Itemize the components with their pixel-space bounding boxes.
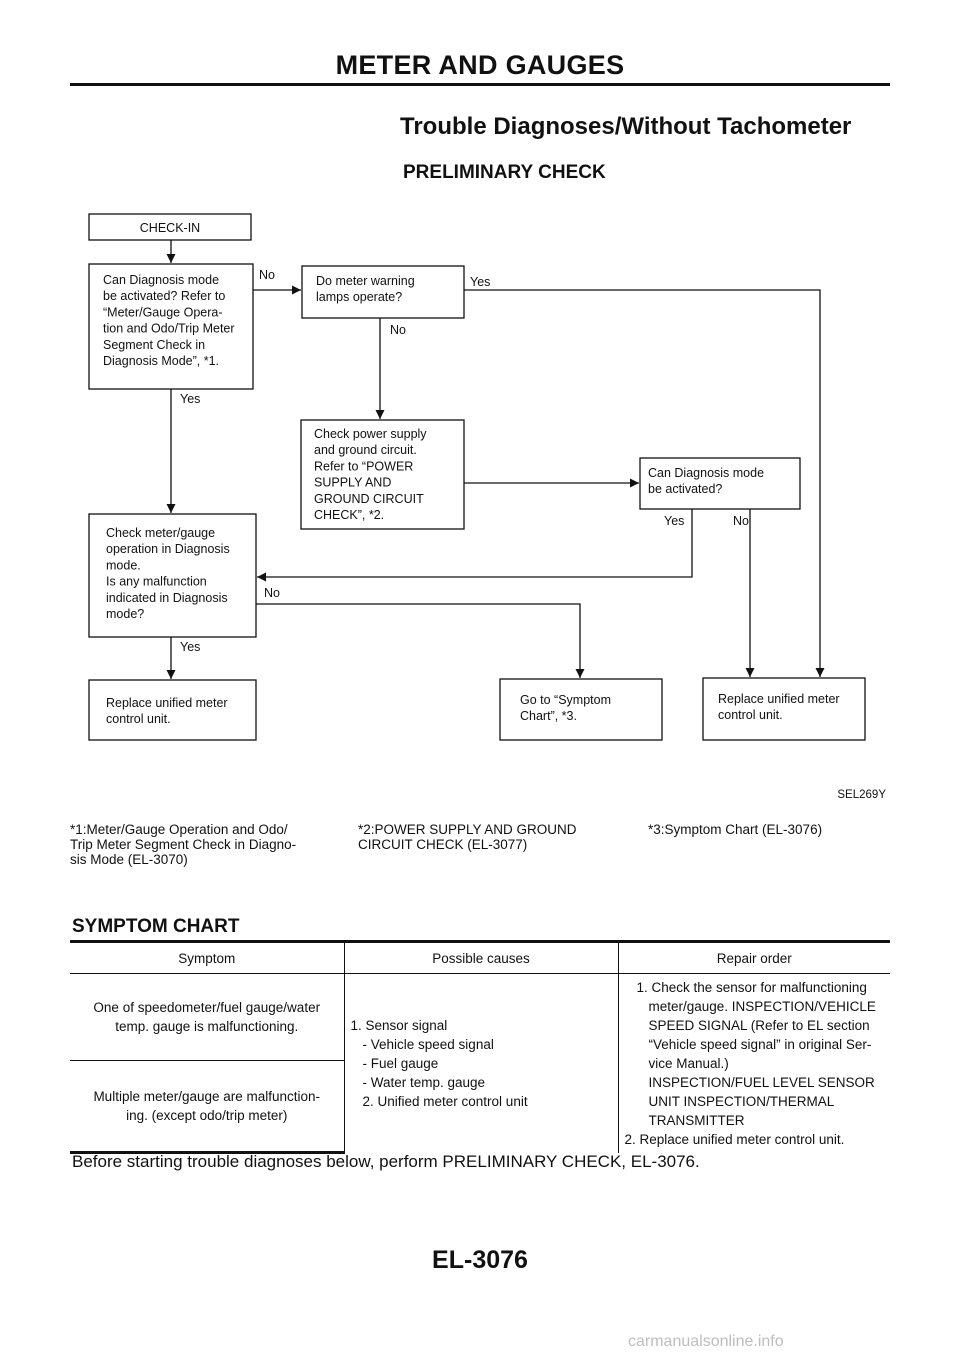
footnote-2-text: *2:POWER SUPPLY AND GROUND CIRCUIT CHECK… [358,822,577,852]
warning-lamps-text-line-1: Do meter warning [316,274,415,288]
diag-mode-text-line-1: Can Diagnosis mode [103,273,219,287]
power-supply-text-line-4: SUPPLY AND [314,476,391,490]
repair-line: 1. Check the sensor for malfunctioning [636,979,867,995]
causes-cell: 1. Sensor signal - Vehicle speed signal … [344,973,619,1153]
preliminary-check-title: PRELIMINARY CHECK [403,162,606,183]
page-code: EL-3076 [432,1246,528,1274]
cause-line: - Fuel gauge [362,1055,439,1071]
check-meter-text-line-1: Check meter/gauge [106,526,215,540]
power-supply-text-line-2: and ground circuit. [314,443,417,457]
footnote-3: *3:Symptom Chart (EL-3076) [648,822,888,837]
table-row: One of speedometer/fuel gauge/water temp… [70,973,890,1153]
box-go-to-symptom [499,678,663,741]
arrow-check-no [256,603,585,678]
check-meter-text-line-4: Is any malfunction [106,575,207,589]
check-in-label: CHECK-IN [140,221,200,235]
diag-mode-2-text-line-2: be activated? [648,482,722,496]
arrow-lamps-yes [464,289,825,677]
label-yes-check: Yes [180,640,200,654]
label-no-lamps: No [390,323,406,337]
symptom-1-line-2: temp. gauge is malfunctioning. [115,1019,299,1034]
power-supply-text-line-1: Check power supply [314,427,427,441]
header-possible-causes: Possible causes [344,940,619,974]
check-meter-text-line-5: indicated in Diagnosis [106,591,228,605]
footnote-1: *1:Meter/Gauge Operation and Odo/ Trip M… [70,822,340,867]
diag-mode-text-line-3: “Meter/Gauge Opera- [103,305,223,319]
box-diagnosis-mode-2 [639,457,801,510]
footnote-3-text: *3:Symptom Chart (EL-3076) [648,822,823,837]
repair-line: “Vehicle speed signal” in original Ser- [648,1036,872,1052]
symptom-cell-2: Multiple meter/gauge are malfunction- in… [70,1060,345,1154]
diag-mode-text-line-5: Segment Check in [103,338,205,352]
power-supply-text-line-5: GROUND CIRCUIT [314,492,424,506]
table-header-row: Symptom Possible causes Repair order [70,940,890,974]
before-starting-note: Before starting trouble diagnoses below,… [72,1152,700,1171]
check-meter-text-line-3: mode. [106,558,141,572]
replace-1-text-line-1: Replace unified meter [106,696,228,710]
label-no-diag: No [259,268,275,282]
cause-line: - Vehicle speed signal [362,1036,494,1052]
cause-line: 2. Unified meter control unit [362,1093,528,1109]
replace-2-text-line-1: Replace unified meter [718,692,840,706]
goto-symptom-text-line-2: Chart”, *3. [520,709,577,723]
repair-line: TRANSMITTER [648,1112,745,1128]
figure-code: SEL269Y [837,789,886,801]
label-yes-diag: Yes [180,392,200,406]
watermark: carmanualsonline.info [628,1333,784,1350]
symptom-2-line-2: ing. (except odo/trip meter) [126,1108,288,1123]
symptom-chart-title: SYMPTOM CHART [72,916,240,937]
diag-mode-text-line-6: Diagnosis Mode”, *1. [103,354,219,368]
box-power-supply [300,419,465,530]
symptom-1-line-1: One of speedometer/fuel gauge/water [93,1000,321,1015]
repair-line: vice Manual.) [648,1055,729,1071]
repair-line: SPEED SIGNAL (Refer to EL section [648,1017,870,1033]
header-rule [70,83,890,86]
label-no-check: No [264,586,280,600]
power-supply-text-line-6: CHECK”, *2. [314,508,384,522]
page-header-title: METER AND GAUGES [335,50,625,80]
repair-line: meter/gauge. INSPECTION/VEHICLE [648,998,876,1014]
cause-line: - Water temp. gauge [362,1074,486,1090]
replace-1-text-line-2: control unit. [106,712,171,726]
diag-mode-2-text-line-1: Can Diagnosis mode [648,466,764,480]
repair-line: UNIT INSPECTION/THERMAL [648,1093,835,1109]
header-symptom: Symptom [70,940,345,974]
repair-line: 2. Replace unified meter control unit. [624,1131,845,1147]
box-replace-2 [702,677,866,741]
symptom-cell-1: One of speedometer/fuel gauge/water temp… [70,973,345,1061]
replace-2-text-line-2: control unit. [718,708,783,722]
arrow-diag2-yes [257,509,693,582]
box-check-in [88,213,252,241]
section-title: Trouble Diagnoses/Without Tachometer [400,113,852,140]
check-meter-text-line-2: operation in Diagnosis [106,542,230,556]
diag-mode-text-line-2: be activated? Refer to [103,289,225,303]
box-check-meter [88,513,257,638]
repair-line: INSPECTION/FUEL LEVEL SENSOR [648,1074,875,1090]
header-repair-order: Repair order [618,940,890,974]
diag-mode-text-line-4: tion and Odo/Trip Meter [103,322,235,336]
goto-symptom-text-line-1: Go to “Symptom [520,693,611,707]
warning-lamps-text-line-2: lamps operate? [316,290,402,304]
label-yes-diag2: Yes [664,514,684,528]
power-supply-text-line-3: Refer to “POWER [314,459,413,473]
label-no-diag2: No [733,514,749,528]
symptom-chart-table: Symptom Possible causes Repair order One… [70,940,890,1154]
box-warning-lamps [301,265,465,319]
footnote-1-text: *1:Meter/Gauge Operation and Odo/ Trip M… [70,822,297,867]
symptom-2-line-1: Multiple meter/gauge are malfunction- [93,1089,321,1104]
table-row: Multiple meter/gauge are malfunction- in… [70,1060,890,1154]
preliminary-check-flowchart: CHECK-IN Can Diagnosis mode be activated? … [88,213,886,801]
box-replace-1 [88,679,257,741]
label-yes-lamps: Yes [470,275,490,289]
cause-line: 1. Sensor signal [350,1017,448,1033]
footnote-2: *2:POWER SUPPLY AND GROUND CIRCUIT CHECK… [358,822,628,852]
check-meter-text-line-6: mode? [106,607,144,621]
repair-cell: 1. Check the sensor for malfunctioning m… [618,974,890,1153]
